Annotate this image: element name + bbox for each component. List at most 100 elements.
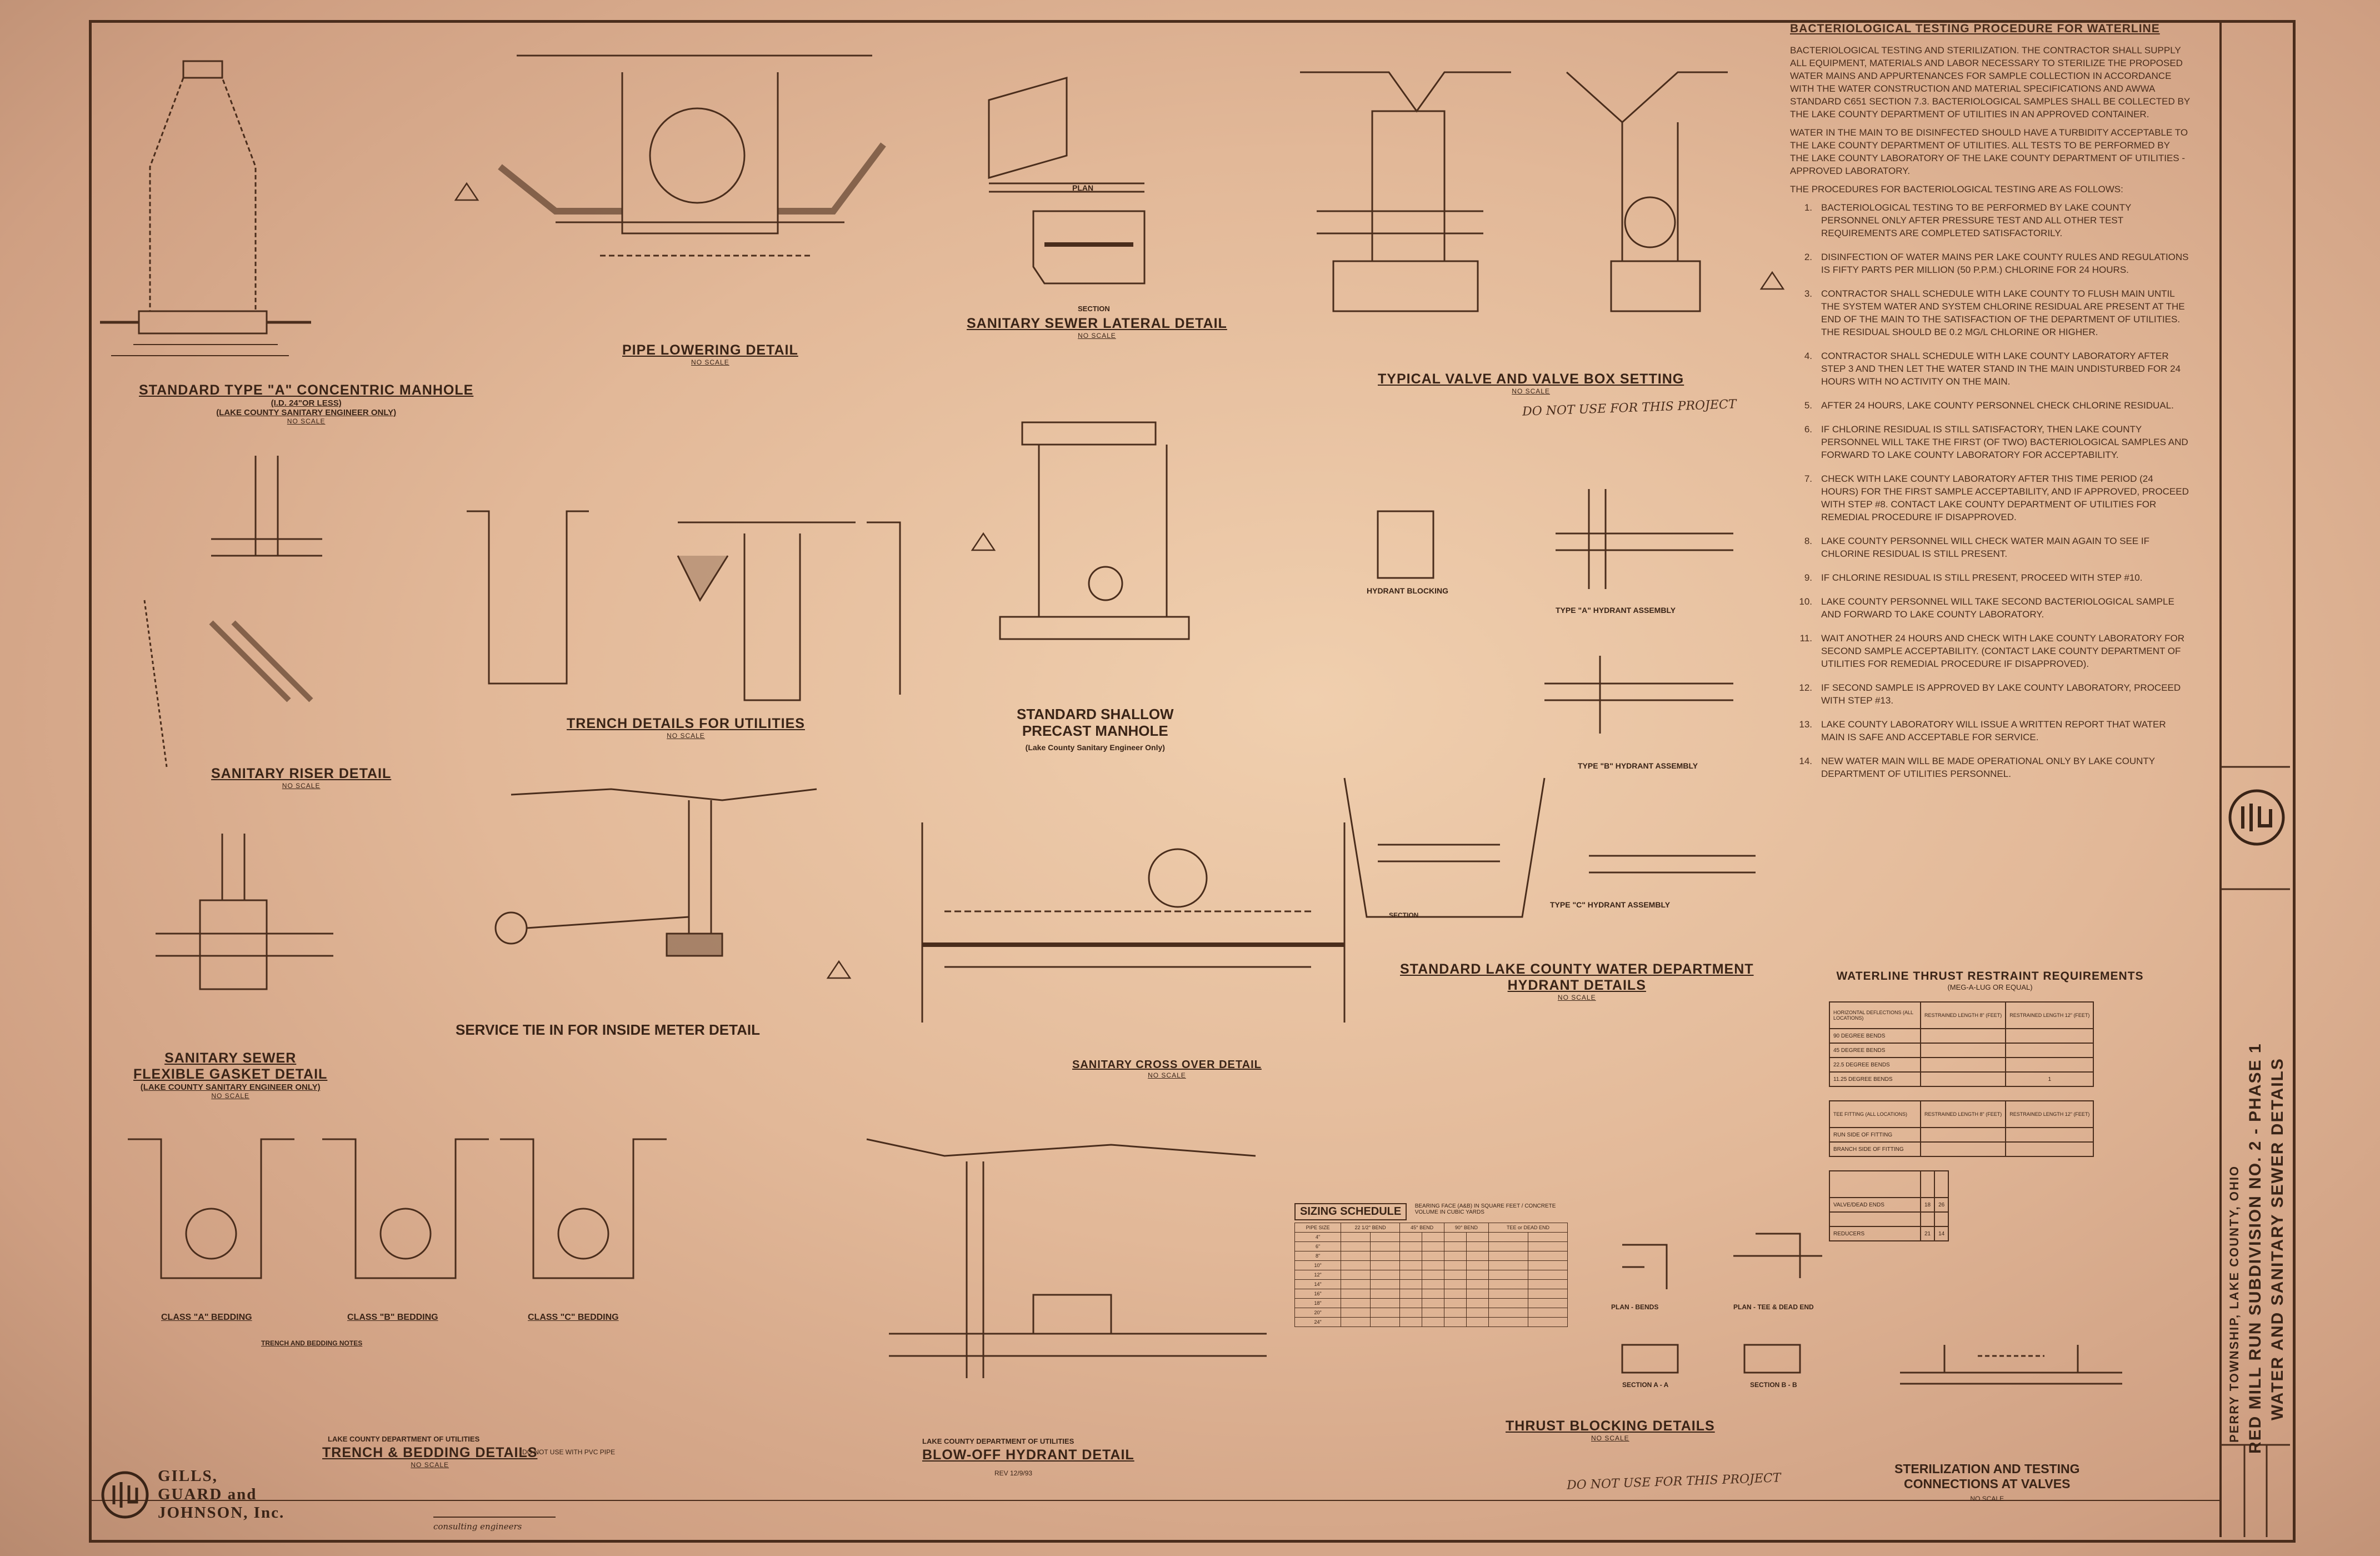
bact-step-number: 1.: [1804, 202, 1812, 213]
bact-step: 4.CONTRACTOR SHALL SCHEDULE WITH LAKE CO…: [1790, 350, 2190, 388]
bact-step: 2. DISINFECTION OF WATER MAINS PER LAKE C…: [1790, 251, 2190, 276]
thrust-cell: [1934, 1211, 1949, 1227]
thrust-cell: 11.25 Degree Bends: [1829, 1071, 1921, 1087]
bact-step: 12.IF SECOND SAMPLE IS APPROVED BY LAKE …: [1790, 681, 2190, 707]
thrust-cell: [2005, 1043, 2094, 1058]
thrust-title: THRUST BLOCKING DETAILS NO SCALE: [1506, 1418, 1715, 1442]
bact-step-number: 9.: [1804, 572, 1812, 583]
manhole-a-drawing: [100, 60, 311, 356]
bedding-b-label: CLASS "B" BEDDING: [347, 1313, 438, 1322]
sizing-header: TEE or DEAD END: [1488, 1223, 1568, 1233]
bact-step: 1. BACTERIOLOGICAL TESTING TO BE PERFORME…: [1790, 201, 2190, 240]
thrust-cell: Branch Side of Fitting: [1829, 1141, 1921, 1157]
shallow-manhole-drawing: [999, 421, 1190, 640]
bact-step-number: 7.: [1804, 473, 1812, 484]
bact-step: 6.IF CHLORINE RESIDUAL IS STILL SATISFAC…: [1790, 423, 2190, 461]
blowoff-dept: LAKE COUNTY DEPARTMENT OF UTILITIES: [922, 1437, 1074, 1445]
lateral-drawing: [988, 77, 1146, 285]
thrust-sec-b: SECTION B - B: [1750, 1381, 1797, 1389]
bact-step-text: LAKE COUNTY PERSONNEL WILL TAKE SECOND B…: [1821, 596, 2174, 620]
sizing-row-size: 14": [1294, 1279, 1342, 1289]
thrust-cell: [2005, 1057, 2094, 1073]
thrust-cell: HORIZONTAL DEFLECTIONS (ALL LOCATIONS): [1829, 1001, 1921, 1029]
thrust-cell: Run Side of Fitting: [1829, 1127, 1921, 1143]
bact-step-number: 12.: [1799, 682, 1812, 693]
thrust-cell: 1: [2005, 1071, 2094, 1087]
firm-monogram-icon: [101, 1471, 149, 1518]
thrust-cell: VALVE/DEAD ENDS: [1829, 1197, 1921, 1213]
bact-step: 9.IF CHLORINE RESIDUAL IS STILL PRESENT,…: [1790, 571, 2190, 584]
bact-step: 14.NEW WATER MAIN WILL BE MADE OPERATION…: [1790, 755, 2190, 780]
hydrant-drawing: [1343, 489, 1756, 918]
thrust-cell: [2005, 1028, 2094, 1044]
bact-step-text: BACTERIOLOGICAL TESTING TO BE PERFORMED …: [1821, 202, 2131, 238]
thrust-row: [1829, 1170, 1949, 1198]
thrust-row: HORIZONTAL DEFLECTIONS (ALL LOCATIONS)RE…: [1829, 1001, 2094, 1029]
bedding-pvc-note: DO NOT USE WITH PVC PIPE: [522, 1448, 616, 1456]
sizing-row-size: 20": [1294, 1308, 1342, 1318]
bact-step: 5.AFTER 24 HOURS, LAKE COUNTY PERSONNEL …: [1790, 399, 2190, 412]
sizing-header: 90° BEND: [1443, 1223, 1489, 1233]
thrust-row: TEE FITTING (ALL LOCATIONS)RESTRAINED LE…: [1829, 1100, 2094, 1128]
thrust-cell: REDUCERS: [1829, 1226, 1921, 1241]
hydrant-blocking-label: HYDRANT BLOCKING: [1367, 586, 1448, 595]
bact-steps: 1. BACTERIOLOGICAL TESTING TO BE PERFORME…: [1790, 201, 2190, 780]
thrust-table-deflections: HORIZONTAL DEFLECTIONS (ALL LOCATIONS)RE…: [1829, 1001, 2094, 1087]
sizing-row-size: 4": [1294, 1232, 1342, 1242]
thrust-restraint-title: WATERLINE THRUST RESTRAINT REQUIREMENTS: [1836, 970, 2144, 983]
bact-step-text: NEW WATER MAIN WILL BE MADE OPERATIONAL …: [1821, 756, 2155, 779]
thrust-plan-tee: PLAN - TEE & DEAD END: [1733, 1303, 1814, 1311]
thrust-sec-a: SECTION A - A: [1622, 1381, 1669, 1389]
bact-step-number: 2.: [1804, 252, 1812, 262]
valve-box-drawing: [1300, 71, 1728, 312]
bacteriological-procedure: BACTERIOLOGICAL TESTING PROCEDURE FOR WA…: [1790, 22, 2190, 791]
thrust-cell: 14: [1934, 1226, 1949, 1241]
sterilization-drawing: [1900, 1345, 2122, 1385]
sizing-row-size: 12": [1294, 1270, 1342, 1280]
thrust-cell: [1829, 1211, 1921, 1227]
cross-over-title: SANITARY CROSS OVER DETAIL NO SCALE: [1072, 1059, 1262, 1079]
bact-step-text: DISINFECTION OF WATER MAINS PER LAKE COU…: [1821, 252, 2189, 275]
bact-intro: BACTERIOLOGICAL TESTING AND STERILIZATIO…: [1790, 45, 2190, 119]
firm-logo: GILLS, GUARD and JOHNSON, Inc.: [100, 1467, 284, 1522]
bact-step-text: IF CHLORINE RESIDUAL IS STILL SATISFACTO…: [1821, 424, 2188, 460]
sizing-table: PIPE SIZE 22 1/2° BEND 45° BEND 90° BEND…: [1294, 1223, 1568, 1327]
thrust-cell: RESTRAINED LENGTH 12" (FEET): [2005, 1100, 2094, 1128]
sheet-border: [89, 20, 2296, 1543]
thrust-restraint: WATERLINE THRUST RESTRAINT REQUIREMENTS …: [1818, 970, 2162, 1241]
hydrant-section-label: SECTION: [1389, 911, 1419, 919]
title-sheet: WATER AND SANITARY SEWER DETAILS: [2268, 1058, 2287, 1420]
bact-step-text: AFTER 24 HOURS, LAKE COUNTY PERSONNEL CH…: [1821, 400, 2174, 411]
firm-name: GILLS, GUARD and JOHNSON, Inc.: [158, 1467, 285, 1522]
thrust-restraint-sub: (MEG-A-LUG OR EQUAL): [1947, 983, 2033, 991]
sizing-row-size: 18": [1294, 1298, 1342, 1308]
bact-step-number: 10.: [1799, 596, 1812, 607]
thrust-cell: [1919, 1071, 2007, 1087]
lateral-title: SANITARY SEWER LATERAL DETAIL NO SCALE: [967, 316, 1227, 340]
bedding-title: TRENCH & BEDDING DETAILS NO SCALE: [322, 1445, 538, 1469]
bact-step-number: 11.: [1799, 633, 1812, 644]
bact-step: 10. LAKE COUNTY PERSONNEL WILL TAKE SECON…: [1790, 595, 2190, 621]
gasket-title: SANITARY SEWER FLEXIBLE GASKET DETAIL (L…: [133, 1050, 328, 1100]
thrust-row: Run Side of Fitting: [1829, 1127, 2094, 1143]
thrust-cell: [2005, 1141, 2094, 1157]
sizing-row-size: 10": [1294, 1260, 1342, 1270]
bact-step-text: CONTRACTOR SHALL SCHEDULE WITH LAKE COUN…: [1821, 288, 2185, 337]
bact-step-text: CHECK WITH LAKE COUNTY LABORATORY AFTER …: [1821, 473, 2189, 522]
lateral-section-label: SECTION: [1078, 305, 1110, 313]
sizing-row-size: 6": [1294, 1241, 1342, 1251]
meter-drawing: [494, 788, 817, 957]
thrust-cell: 18: [1919, 1197, 1936, 1213]
riser-title: SANITARY RISER DETAIL NO SCALE: [211, 766, 392, 790]
thrust-cell: [1919, 1127, 2007, 1143]
firm-tagline: consulting engineers: [433, 1522, 522, 1532]
thrust-cell: [1919, 1141, 2007, 1157]
cross-over-drawing: [921, 822, 1346, 1023]
revision-triangles: [454, 182, 1785, 979]
trench-utilities-drawing: [467, 510, 901, 701]
sizing-row-size: 24": [1294, 1317, 1342, 1327]
